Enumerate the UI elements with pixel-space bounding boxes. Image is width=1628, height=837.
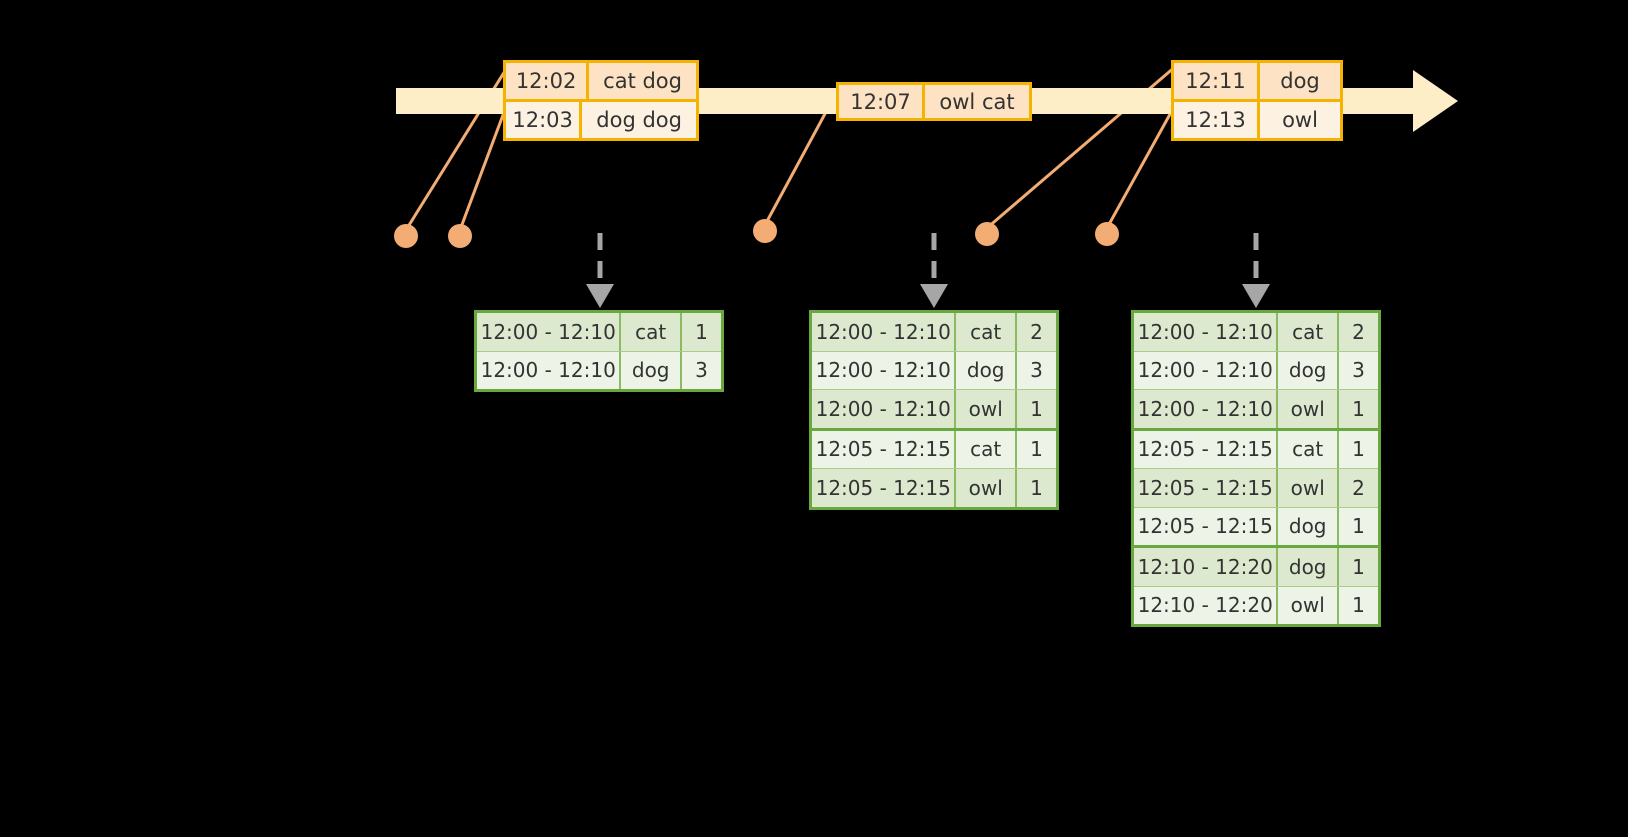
cell-window: 12:05 - 12:15 — [812, 469, 957, 507]
cell-count: 1 — [1030, 396, 1043, 421]
cell-key: dog — [1278, 351, 1339, 389]
event-box-2[interactable]: 12:07 owl cat — [836, 82, 1032, 121]
cell-window: 12:05 - 12:15 — [1134, 430, 1279, 468]
cell-count: 2 — [1352, 475, 1365, 500]
cell-window: 12:00 - 12:10 — [812, 351, 957, 389]
cell-window: 12:00 - 12:10 — [812, 313, 957, 351]
cell-window: 12:00 - 12:10 — [1134, 351, 1279, 389]
flow-arrow-1-head-icon — [586, 284, 614, 308]
cell-window: 12:05 - 12:15 — [1134, 469, 1279, 507]
cell-key: owl — [1278, 469, 1339, 507]
event-row: 12:07 owl cat — [839, 85, 1029, 118]
cell-count: 1 — [1352, 514, 1365, 539]
event-row: 12:13 owl — [1174, 99, 1340, 138]
cell-window: 12:05 - 12:15 — [812, 430, 957, 468]
cell-key: dog — [621, 351, 682, 389]
cell-key: dog — [1278, 507, 1339, 545]
flow-arrow-3 — [1242, 233, 1270, 308]
cell-key: owl — [1278, 586, 1339, 624]
event-values: dog — [1280, 69, 1320, 93]
cell-count: 3 — [1030, 358, 1043, 383]
cell-key: owl — [956, 390, 1017, 428]
event-box-3[interactable]: 12:11 dog 12:13 owl — [1171, 60, 1343, 141]
event-values: owl cat — [939, 89, 1015, 114]
cell-key: cat — [956, 430, 1017, 468]
cell-key: dog — [1278, 548, 1339, 586]
connector-dot-3 — [753, 219, 777, 243]
event-values: owl — [1282, 108, 1318, 132]
cell-count: 3 — [1352, 358, 1365, 383]
event-time: 12:07 — [839, 85, 925, 118]
cell-count: 2 — [1352, 319, 1365, 344]
flow-arrow-2 — [920, 233, 948, 308]
flow-arrow-2-head-icon — [920, 284, 948, 308]
event-time: 12:11 — [1174, 63, 1260, 99]
cell-window: 12:10 - 12:20 — [1134, 586, 1279, 624]
cell-key: cat — [1278, 313, 1339, 351]
cell-count: 1 — [1030, 437, 1043, 462]
event-values: cat dog — [603, 69, 682, 93]
cell-window: 12:00 - 12:10 — [477, 351, 622, 389]
event-time: 12:13 — [1174, 102, 1260, 138]
cell-key: cat — [1278, 430, 1339, 468]
cell-count: 3 — [695, 358, 708, 383]
cell-count: 2 — [1030, 319, 1043, 344]
cell-window: 12:00 - 12:10 — [812, 390, 957, 428]
cell-count: 1 — [1352, 593, 1365, 618]
flow-arrow-3-head-icon — [1242, 284, 1270, 308]
cell-count: 1 — [1030, 475, 1043, 500]
cell-window: 12:00 - 12:10 — [1134, 390, 1279, 428]
connector-dot-1 — [394, 224, 418, 248]
connector-dot-4 — [975, 222, 999, 246]
connector-line-2 — [458, 106, 508, 231]
event-time: 12:03 — [506, 102, 583, 138]
cell-count: 1 — [1352, 396, 1365, 421]
cell-key: dog — [956, 351, 1017, 389]
cell-count: 1 — [695, 319, 708, 344]
cell-count: 1 — [1352, 437, 1365, 462]
cell-key: cat — [956, 313, 1017, 351]
event-row: 12:11 dog — [1174, 63, 1340, 99]
event-row: 12:03 dog dog — [506, 99, 696, 138]
connector-dot-2 — [448, 224, 472, 248]
event-box-1[interactable]: 12:02 cat dog 12:03 dog dog — [503, 60, 699, 141]
connector-line-5 — [1105, 106, 1176, 229]
event-row: 12:02 cat dog — [506, 63, 696, 99]
cell-key: cat — [621, 313, 682, 351]
cell-window: 12:05 - 12:15 — [1134, 507, 1279, 545]
flow-arrows-group — [586, 233, 1270, 308]
cell-window: 12:10 - 12:20 — [1134, 548, 1279, 586]
cell-window: 12:00 - 12:10 — [1134, 313, 1279, 351]
cell-key: owl — [1278, 390, 1339, 428]
event-values: dog dog — [596, 108, 682, 132]
cell-count: 1 — [1352, 554, 1365, 579]
event-time: 12:02 — [506, 63, 590, 99]
flow-arrow-1 — [586, 233, 614, 308]
timeline-arrowhead-icon — [1413, 70, 1458, 132]
connector-dot-5 — [1095, 222, 1119, 246]
cell-window: 12:00 - 12:10 — [477, 313, 622, 351]
cell-key: owl — [956, 469, 1017, 507]
